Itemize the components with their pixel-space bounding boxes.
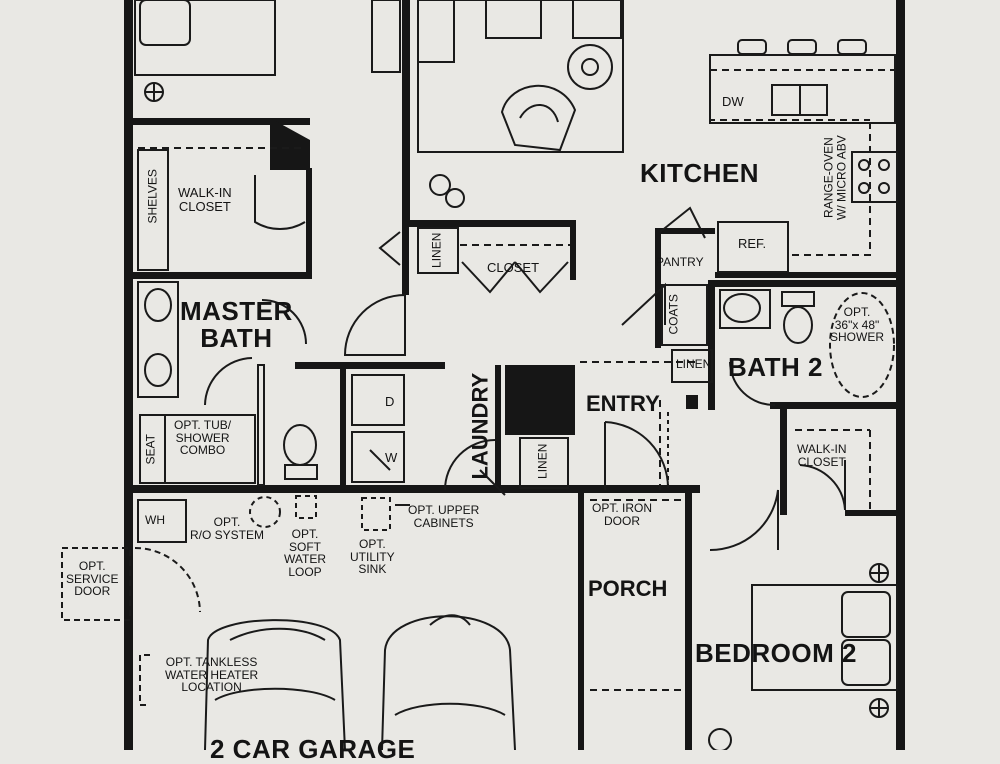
room-label-laundry: LAUNDRY: [467, 372, 493, 480]
wall-closet-bottom: [130, 272, 312, 279]
wall-kitchen-bottom: [715, 272, 900, 278]
label-opt-service-door: OPT. SERVICE DOOR: [66, 559, 119, 599]
wall-laundry-left: [340, 365, 346, 490]
bed2: [751, 584, 898, 691]
chimney-block: [505, 365, 575, 435]
label-dw: DW: [722, 94, 744, 109]
pantry-door: [659, 206, 706, 239]
armchair: [500, 84, 577, 152]
wall-porch-left: [578, 490, 584, 750]
hall-door-arc: [343, 293, 406, 356]
wall-bath2-bottom: [770, 402, 898, 409]
room-label-kitchen: KITCHEN: [640, 158, 760, 188]
label-seat: SEAT: [143, 434, 158, 465]
wall-bath2-top: [708, 280, 898, 287]
label-dryer: D: [385, 394, 395, 409]
dryer: [351, 374, 405, 426]
coat-closet: [661, 284, 708, 346]
plant: [708, 728, 732, 750]
wall-pantry-top: [655, 228, 715, 234]
walls: [124, 0, 905, 750]
bed-furniture: [134, 0, 276, 76]
wall-master-bath-bottom: [130, 485, 700, 493]
wall-bath2-left: [708, 285, 715, 410]
label-linen-laundry: LINEN: [535, 443, 550, 479]
utility-sink: [361, 497, 391, 531]
wall-hall-closet-top: [405, 220, 575, 227]
wall-laundry-right: [495, 365, 501, 490]
label-walk-in-closet-bed2: WALK-IN CLOSET: [797, 442, 847, 469]
refrigerator: [717, 221, 789, 273]
label-coats: COATS: [666, 294, 681, 335]
label-closet-hall: CLOSET: [487, 260, 540, 275]
label-opt-tankless: OPT. TANKLESS WATER HEATER LOCATION: [165, 655, 259, 695]
side-table: [567, 44, 613, 90]
washer: [351, 431, 405, 483]
wall-closet-right: [306, 168, 312, 278]
label-opt-iron-door: OPT. IRON DOOR: [592, 501, 653, 528]
label-shelves: SHELVES: [145, 169, 160, 224]
wall-bed-closet-bottom: [845, 510, 897, 516]
room-label-master-bath: MASTER BATH: [180, 296, 293, 354]
outlet-symbol: [144, 82, 164, 102]
range-oven: [851, 151, 898, 203]
hall-linen: [417, 227, 459, 274]
wall-entry-post: [686, 395, 698, 409]
wall-hall-closet-right: [570, 220, 576, 280]
room-label-bath2: BATH 2: [728, 352, 823, 382]
room-label-porch: PORCH: [588, 576, 668, 601]
label-opt-shower: OPT. 36"x 48" SHOWER: [830, 305, 884, 345]
living-rug: [417, 0, 624, 153]
wall-living-left: [402, 0, 410, 225]
plant: [429, 174, 451, 196]
bed2-door: [709, 489, 779, 552]
wall-porch-right: [685, 490, 692, 750]
label-range-oven: RANGE-OVEN W/ MICRO ABV: [821, 135, 848, 220]
wall-master-top: [130, 118, 310, 125]
closet-doors: [461, 261, 569, 294]
label-opt-tub: OPT. TUB/ SHOWER COMBO: [174, 418, 232, 458]
wall-right-exterior: [896, 0, 905, 750]
laundry-linen: [519, 437, 569, 489]
water-heater: [137, 499, 187, 543]
fixtures: [61, 0, 898, 750]
room-label-entry: ENTRY: [586, 391, 660, 416]
label-walk-in-closet-master: WALK-IN CLOSET: [178, 185, 232, 214]
bath2-linen: [671, 349, 713, 383]
wall-bath-divider: [295, 362, 445, 369]
entry-door: [604, 421, 670, 490]
label-linen-hall: LINEN: [429, 232, 444, 268]
tub-shower: [139, 414, 256, 484]
label-wh: WH: [145, 513, 165, 527]
label-washer: W: [385, 450, 398, 465]
outlet-symbol: [869, 563, 889, 583]
wall-closet-corner: [270, 118, 310, 170]
label-linen-bath2: LINEN: [676, 357, 712, 371]
car-left: [204, 619, 346, 750]
label-opt-soft-water: OPT. SOFT WATER LOOP: [284, 527, 326, 579]
wall-pantry-left: [655, 228, 661, 348]
door-swing: [254, 175, 306, 231]
closet-shelves: [137, 149, 169, 271]
kitchen-side-counter: [790, 122, 871, 256]
door-swing: [204, 357, 253, 406]
service-door: [61, 547, 131, 621]
bath-vanity: [137, 281, 179, 398]
outlet-symbol: [869, 698, 889, 718]
label-opt-utility-sink: OPT. UTILITY SINK: [350, 537, 395, 577]
label-opt-upper-cabinets: OPT. UPPER CABINETS: [408, 503, 480, 530]
opt-shower: [829, 292, 895, 398]
wall-hall-left: [402, 225, 409, 295]
label-pantry: PANTRY: [656, 255, 704, 269]
door-swing: [378, 231, 401, 266]
label-opt-ro: OPT. R/O SYSTEM: [190, 515, 265, 542]
wall-bed-closet-left: [780, 405, 787, 515]
bath2-sink: [723, 293, 761, 323]
label-ref: REF.: [738, 236, 767, 251]
wall-left-exterior: [124, 0, 133, 750]
room-label-bedroom2: BEDROOM 2: [695, 638, 857, 668]
